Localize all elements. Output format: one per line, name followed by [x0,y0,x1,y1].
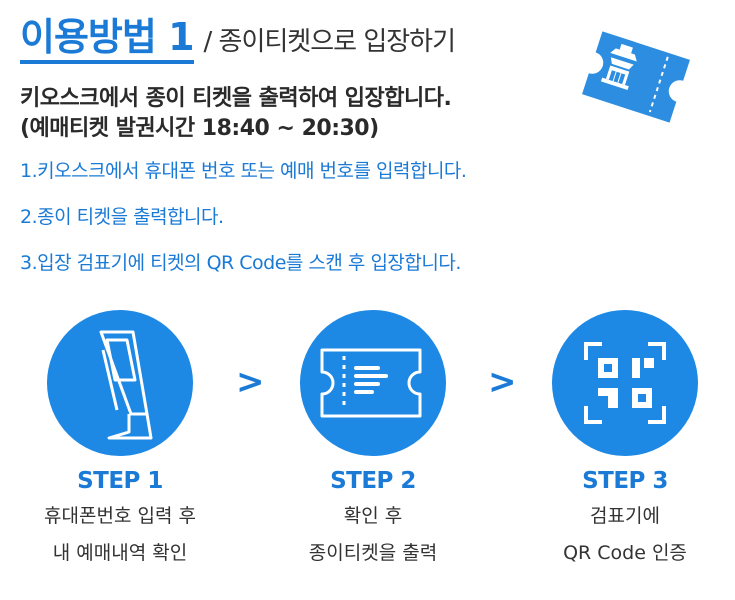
step-1-circle [47,310,193,456]
step-1-caption: STEP 1 휴대폰번호 입력 후 내 예매내역 확인 [5,464,235,572]
page-title: 이용방법 1 [20,14,195,64]
qr-code-icon [584,342,666,424]
instruction-item: 1.키오스크에서 휴대폰 번호 또는 예매 번호를 입력합니다. [20,160,467,182]
step-3-caption: STEP 3 검표기에 QR Code 인증 [510,464,735,572]
kiosk-icon [99,330,153,440]
step-2-caption: STEP 2 확인 후 종이티켓을 출력 [258,464,488,572]
step-text: 확인 후 [343,505,403,527]
step-text: 내 예매내역 확인 [52,542,188,564]
description: 키오스크에서 종이 티켓을 출력하여 입장합니다. (예매티켓 발권시간 18:… [20,84,452,144]
step-text: 종이티켓을 출력 [308,542,438,564]
instruction-list: 1.키오스크에서 휴대폰 번호 또는 예매 번호를 입력합니다. 2.종이 티켓… [20,156,467,294]
description-line-2: (예매티켓 발권시간 18:40 ~ 20:30) [20,116,379,141]
step-3-circle [552,310,698,456]
ticket-icon [320,348,422,418]
step-text: 휴대폰번호 입력 후 [44,505,196,527]
arrow-icon: > [236,362,265,402]
step-label: STEP 3 [582,468,668,494]
instruction-item: 2.종이 티켓을 출력합니다. [20,206,224,228]
step-label: STEP 1 [77,468,163,494]
step-text: QR Code 인증 [563,542,687,564]
description-line-1: 키오스크에서 종이 티켓을 출력하여 입장합니다. [20,86,452,111]
ticket-badge-icon [576,22,696,132]
page-subtitle: / 종이티켓으로 입장하기 [203,27,456,57]
header: 이용방법 1 / 종이티켓으로 입장하기 [20,14,456,64]
instruction-item: 3.입장 검표기에 티켓의 QR Code를 스캔 후 입장합니다. [20,252,461,274]
step-2-circle [300,310,446,456]
arrow-icon: > [488,362,517,402]
step-label: STEP 2 [330,468,416,494]
step-text: 검표기에 [590,505,660,527]
